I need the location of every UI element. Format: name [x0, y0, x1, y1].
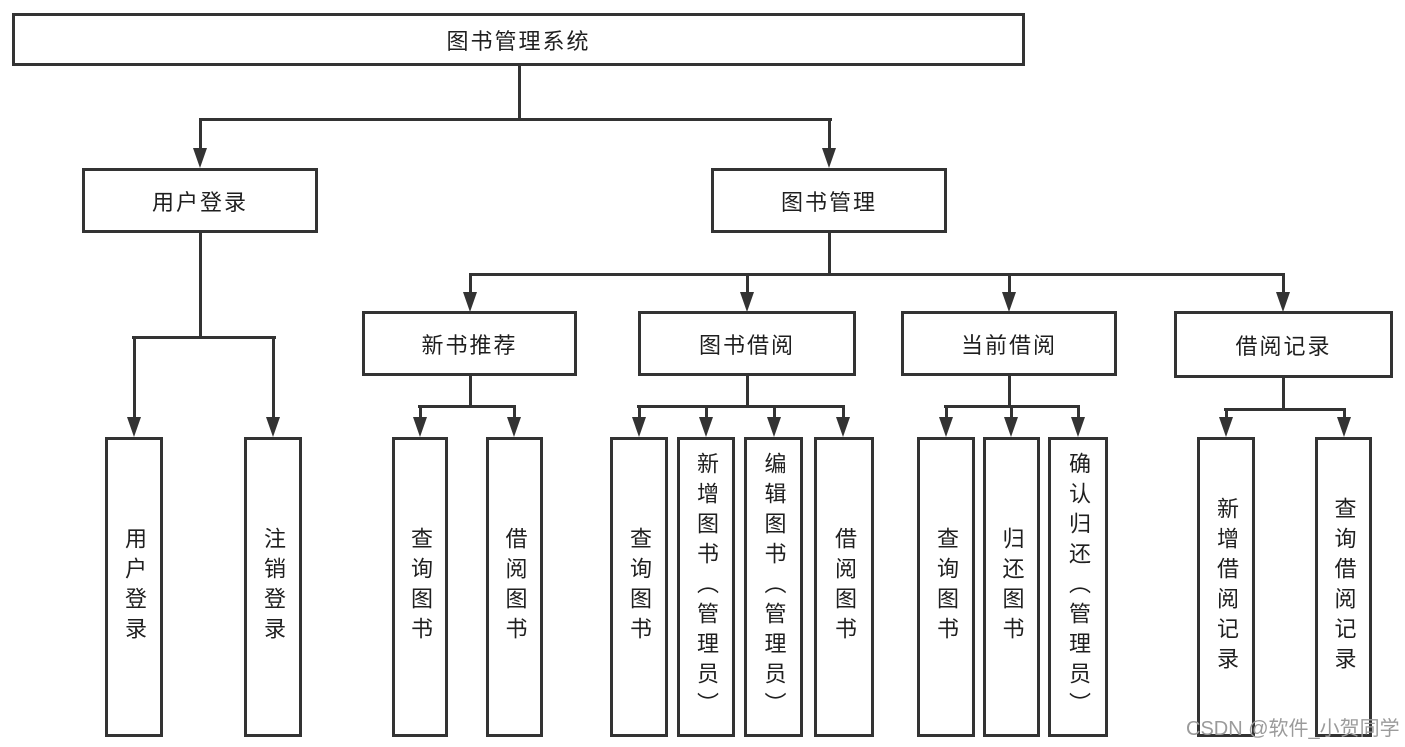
connector-line: [469, 273, 1285, 276]
node-leaf-logout: 注销登录: [244, 437, 302, 737]
node-root: 图书管理系统: [12, 13, 1025, 66]
connector-line: [469, 376, 472, 405]
connector-line: [945, 405, 948, 417]
arrowhead-down-icon: [1071, 417, 1085, 437]
connector-line: [1282, 273, 1285, 292]
connector-line: [828, 233, 831, 273]
connector-line: [1225, 408, 1228, 417]
node-cb-query-books-label: 查询图书: [934, 527, 959, 647]
connector-line: [1343, 408, 1346, 417]
node-bb-add-books: 新增图书（管理员）: [677, 437, 735, 737]
connector-line: [199, 118, 202, 148]
node-leaf-user-login: 用户登录: [105, 437, 163, 737]
arrowhead-down-icon: [939, 417, 953, 437]
arrowhead-down-icon: [266, 417, 280, 437]
node-bb-query-books: 查询图书: [610, 437, 668, 737]
arrowhead-down-icon: [632, 417, 646, 437]
node-cb-return-books: 归还图书: [983, 437, 1040, 737]
node-cb-query-books: 查询图书: [917, 437, 975, 737]
arrowhead-down-icon: [1002, 292, 1016, 312]
node-bb-borrow-books-label: 借阅图书: [832, 527, 857, 647]
arrowhead-down-icon: [836, 417, 850, 437]
arrowhead-down-icon: [1004, 417, 1018, 437]
node-current-borrow-label: 当前借阅: [960, 332, 1057, 358]
node-cb-return-books-label: 归还图书: [999, 527, 1025, 647]
node-user-login-label: 用户登录: [151, 189, 248, 215]
node-bb-edit-books-label: 编辑图书（管理员）: [761, 452, 787, 722]
connector-line: [828, 118, 831, 148]
node-leaf-user-login-label: 用户登录: [122, 527, 147, 647]
arrowhead-down-icon: [1219, 417, 1233, 437]
node-leaf-logout-label: 注销登录: [261, 527, 286, 647]
node-book-mgmt: 图书管理: [711, 168, 947, 233]
node-root-label: 图书管理系统: [446, 28, 591, 54]
connector-line: [418, 405, 516, 408]
connector-line: [419, 405, 422, 417]
arrowhead-down-icon: [822, 148, 836, 168]
node-bb-add-books-label: 新增图书（管理员）: [694, 452, 719, 722]
connector-line: [746, 273, 749, 292]
node-br-query-record-label: 查询借阅记录: [1331, 497, 1357, 677]
node-book-borrow: 图书借阅: [638, 311, 856, 376]
node-cb-confirm-return: 确认归还（管理员）: [1048, 437, 1108, 737]
connector-line: [1010, 405, 1013, 417]
connector-line: [199, 233, 202, 336]
node-bb-edit-books: 编辑图书（管理员）: [744, 437, 803, 737]
connector-line: [272, 336, 275, 417]
connector-line: [638, 405, 641, 417]
connector-line: [1008, 376, 1011, 405]
node-book-borrow-label: 图书借阅: [698, 332, 795, 358]
connector-line: [637, 405, 845, 408]
arrowhead-down-icon: [1276, 292, 1290, 312]
arrowhead-down-icon: [127, 417, 141, 437]
connector-line: [773, 405, 776, 417]
node-rec-query-books: 查询图书: [392, 437, 448, 737]
node-cb-confirm-return-label: 确认归还（管理员）: [1066, 452, 1091, 722]
arrowhead-down-icon: [1337, 417, 1351, 437]
node-new-book-rec-label: 新书推荐: [421, 332, 518, 358]
arrowhead-down-icon: [507, 417, 521, 437]
connector-line: [132, 336, 276, 339]
arrowhead-down-icon: [413, 417, 427, 437]
arrowhead-down-icon: [740, 292, 754, 312]
node-rec-borrow-books-label: 借阅图书: [502, 527, 528, 647]
connector-line: [842, 405, 845, 417]
connector-line: [1224, 408, 1346, 411]
connector-line: [133, 336, 136, 417]
node-user-login: 用户登录: [82, 168, 318, 233]
connector-line: [746, 376, 749, 405]
arrowhead-down-icon: [699, 417, 713, 437]
node-borrow-records: 借阅记录: [1174, 311, 1393, 378]
node-borrow-records-label: 借阅记录: [1235, 333, 1332, 359]
node-rec-borrow-books: 借阅图书: [486, 437, 543, 737]
node-br-add-record-label: 新增借阅记录: [1214, 497, 1239, 677]
arrowhead-down-icon: [193, 148, 207, 168]
node-bb-borrow-books: 借阅图书: [814, 437, 874, 737]
node-br-query-record: 查询借阅记录: [1315, 437, 1372, 737]
arrowhead-down-icon: [767, 417, 781, 437]
node-new-book-rec: 新书推荐: [362, 311, 577, 376]
node-bb-query-books-label: 查询图书: [627, 527, 652, 647]
connector-line: [469, 273, 472, 292]
connector-line: [518, 66, 521, 118]
node-br-add-record: 新增借阅记录: [1197, 437, 1255, 737]
connector-line: [705, 405, 708, 417]
node-current-borrow: 当前借阅: [901, 311, 1117, 376]
connector-line: [1077, 405, 1080, 417]
node-rec-query-books-label: 查询图书: [408, 527, 433, 647]
connector-line: [1282, 378, 1285, 408]
connector-line: [513, 405, 516, 417]
csdn-watermark-text: CSDN @软件_小贺同学: [1186, 718, 1400, 740]
connector-line: [1008, 273, 1011, 292]
arrowhead-down-icon: [463, 292, 477, 312]
node-book-mgmt-label: 图书管理: [780, 189, 877, 215]
connector-line: [199, 118, 832, 121]
